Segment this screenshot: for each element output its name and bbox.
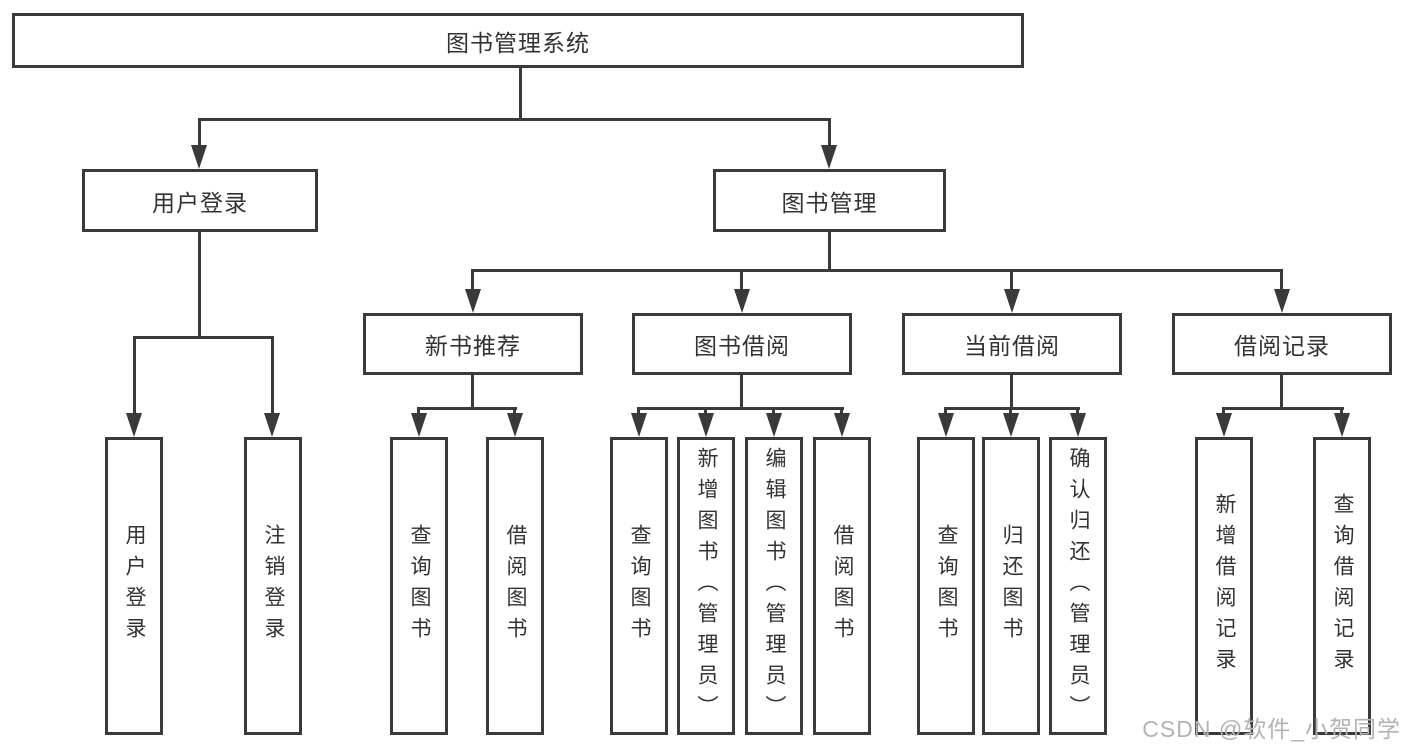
leaf-query-book-borrowing: 查询图书 [610, 437, 668, 735]
arrowhead-down-icon [126, 413, 142, 437]
leaf-logout: 注销登录 [244, 437, 302, 735]
connector-line [1222, 407, 1225, 415]
leaf-label: 借阅图书 [831, 524, 854, 648]
connector-line [417, 407, 517, 410]
leaf-query-borrow-record: 查询借阅记录 [1313, 437, 1371, 735]
leaf-label: 借阅图书 [504, 524, 527, 648]
leaf-query-book-recommend: 查询图书 [390, 437, 448, 735]
leaf-label: 确认归还（管理员） [1067, 446, 1090, 726]
leaf-label: 归还图书 [1000, 524, 1023, 648]
arrowhead-down-icon [1004, 289, 1020, 313]
arrowhead-down-icon [938, 413, 954, 437]
connector-line [828, 118, 831, 148]
arrowhead-down-icon [1216, 413, 1232, 437]
leaf-label: 新增借阅记录 [1213, 493, 1236, 679]
arrowhead-down-icon [766, 413, 782, 437]
arrowhead-down-icon [821, 145, 837, 169]
connector-line [133, 336, 274, 339]
connector-line [471, 269, 474, 291]
arrowhead-down-icon [507, 413, 523, 437]
leaf-user-login: 用户登录 [105, 437, 163, 735]
leaf-label: 查询图书 [628, 524, 651, 648]
leaf-add-borrow-record: 新增借阅记录 [1195, 437, 1253, 735]
connector-line [740, 375, 743, 409]
connector-line [471, 375, 474, 409]
connector-line [1340, 407, 1343, 415]
leaf-borrow-book: 借阅图书 [813, 437, 871, 735]
connector-line [1222, 407, 1344, 410]
arrowhead-down-icon [1334, 413, 1350, 437]
connector-line [828, 232, 831, 272]
connector-line [471, 269, 1283, 272]
connector-line [1280, 269, 1283, 291]
leaf-label: 查询图书 [935, 524, 958, 648]
connector-line [637, 407, 844, 410]
arrowhead-down-icon [1003, 413, 1019, 437]
connector-line [840, 407, 843, 415]
connector-line [1010, 375, 1013, 409]
connector-line [1076, 407, 1079, 415]
leaf-confirm-return-admin: 确认归还（管理员） [1049, 437, 1107, 735]
node-borrowing-records: 借阅记录 [1172, 313, 1392, 375]
node-book-management: 图书管理 [713, 169, 946, 232]
arrowhead-down-icon [264, 413, 280, 437]
node-book-borrowing: 图书借阅 [632, 313, 852, 375]
connector-line [198, 118, 831, 121]
connector-line [1010, 269, 1013, 291]
csdn-watermark: CSDN @软件_小贺同学 [1142, 716, 1401, 742]
connector-line [740, 269, 743, 291]
connector-line [519, 68, 522, 120]
connector-line [944, 407, 1080, 410]
connector-line [1009, 407, 1012, 415]
leaf-label: 查询借阅记录 [1331, 493, 1354, 679]
connector-line [198, 232, 201, 338]
arrowhead-down-icon [698, 413, 714, 437]
arrowhead-down-icon [1070, 413, 1086, 437]
arrowhead-down-icon [411, 413, 427, 437]
connector-line [772, 407, 775, 415]
arrowhead-down-icon [191, 145, 207, 169]
leaf-borrow-book-recommend: 借阅图书 [486, 437, 544, 735]
leaf-label: 编辑图书（管理员） [763, 446, 786, 726]
leaf-edit-book-admin: 编辑图书（管理员） [745, 437, 803, 735]
connector-line [637, 407, 640, 415]
connector-line [133, 336, 136, 415]
leaf-add-book-admin: 新增图书（管理员） [677, 437, 735, 735]
leaf-label: 注销登录 [262, 524, 285, 648]
connector-line [198, 118, 201, 148]
node-library-system: 图书管理系统 [12, 13, 1024, 68]
connector-line [417, 407, 420, 415]
leaf-label: 查询图书 [408, 524, 431, 648]
leaf-label: 新增图书（管理员） [695, 446, 718, 726]
arrowhead-down-icon [834, 413, 850, 437]
leaf-label: 用户登录 [123, 524, 146, 648]
arrowhead-down-icon [734, 289, 750, 313]
connector-line [1280, 375, 1283, 409]
connector-line [513, 407, 516, 415]
connector-line [271, 336, 274, 415]
connector-line [944, 407, 947, 415]
connector-line [704, 407, 707, 415]
leaf-query-book-current: 查询图书 [917, 437, 975, 735]
node-new-book-recommendation: 新书推荐 [363, 313, 583, 375]
arrowhead-down-icon [465, 289, 481, 313]
arrowhead-down-icon [1274, 289, 1290, 313]
leaf-return-book: 归还图书 [982, 437, 1040, 735]
node-current-borrowing: 当前借阅 [902, 313, 1122, 375]
arrowhead-down-icon [631, 413, 647, 437]
node-user-login: 用户登录 [82, 169, 318, 232]
